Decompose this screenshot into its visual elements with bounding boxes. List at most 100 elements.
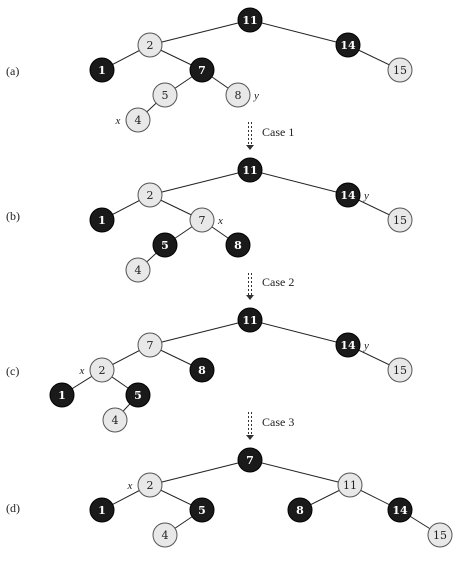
node-circle — [237, 447, 263, 473]
node-key: 2 — [99, 364, 106, 377]
node-key: 11 — [242, 164, 257, 177]
node-key: 7 — [147, 339, 154, 352]
pointer-label-x: x — [127, 480, 133, 492]
black-node: 1 — [89, 57, 115, 83]
node-key: 4 — [135, 114, 142, 127]
pointer-label-y: y — [253, 90, 259, 102]
red-node: 15 — [387, 207, 413, 233]
black-node: 11 — [237, 7, 263, 33]
node-circle — [387, 497, 413, 523]
node-circle — [237, 307, 263, 333]
red-node: 2 — [89, 357, 115, 383]
node-key: 1 — [98, 214, 106, 227]
node-circle — [137, 182, 163, 208]
red-node: 15 — [387, 357, 413, 383]
arrow-head — [246, 145, 254, 150]
node-key: 14 — [392, 504, 408, 517]
node-key: 2 — [147, 479, 154, 492]
node-key: 1 — [58, 389, 66, 402]
node-circle — [225, 232, 251, 258]
pointer-label-y: y — [363, 190, 369, 202]
arrow-head — [246, 295, 254, 300]
tree-edge — [249, 19, 349, 46]
node-circle — [287, 497, 313, 523]
panel-label: (a) — [6, 64, 19, 78]
black-node: 5 — [125, 382, 151, 408]
black-node: 8 — [225, 232, 251, 258]
pointer-label-y: y — [363, 340, 369, 352]
tree-edge — [149, 319, 251, 346]
node-circle — [189, 357, 215, 383]
node-circle — [335, 32, 361, 58]
node-key: 7 — [198, 64, 206, 77]
panel-label: (b) — [6, 209, 20, 223]
node-circle — [335, 182, 361, 208]
node-key: 4 — [112, 414, 119, 427]
node-circle — [89, 57, 115, 83]
node-circle — [89, 357, 115, 383]
node-circle — [152, 232, 178, 258]
transition-arrow: Case 3 — [246, 412, 294, 440]
node-key: 7 — [246, 454, 254, 467]
red-node: 7 — [189, 207, 215, 233]
tree-edge — [149, 169, 251, 196]
node-circle — [89, 497, 115, 523]
panel-label: (d) — [6, 501, 20, 515]
node-circle — [137, 332, 163, 358]
tree-edge — [149, 459, 251, 486]
black-node: 1 — [89, 497, 115, 523]
black-node: 1 — [89, 207, 115, 233]
node-circle — [125, 257, 151, 283]
tree-edge — [249, 459, 351, 486]
black-node: 14 — [335, 32, 361, 58]
node-key: 15 — [393, 214, 407, 227]
red-node: 15 — [387, 57, 413, 83]
red-node: 2 — [137, 472, 163, 498]
node-key: 2 — [147, 189, 154, 202]
node-key: 4 — [162, 529, 169, 542]
panel-label: (c) — [6, 364, 19, 378]
black-node: 8 — [189, 357, 215, 383]
black-node: 7 — [237, 447, 263, 473]
node-key: 15 — [393, 64, 407, 77]
node-key: 5 — [198, 504, 206, 517]
node-circle — [49, 382, 75, 408]
case-label: Case 3 — [262, 415, 294, 429]
red-node: 5 — [152, 82, 178, 108]
node-circle — [225, 82, 251, 108]
node-key: 14 — [340, 39, 356, 52]
black-node: 8 — [287, 497, 313, 523]
node-key: 1 — [98, 64, 106, 77]
red-node: 11 — [337, 472, 363, 498]
black-node: 11 — [237, 307, 263, 333]
node-circle — [89, 207, 115, 233]
node-circle — [387, 57, 413, 83]
node-circle — [137, 32, 163, 58]
node-key: 5 — [161, 239, 169, 252]
black-node: 11 — [237, 157, 263, 183]
case-label: Case 1 — [262, 125, 294, 139]
node-key: 8 — [234, 239, 242, 252]
node-circle — [237, 157, 263, 183]
black-node: 7 — [189, 57, 215, 83]
black-node: 14 — [335, 332, 361, 358]
node-key: 15 — [433, 529, 447, 542]
red-node: 4 — [102, 407, 128, 433]
black-node: 14 — [387, 497, 413, 523]
node-circle — [152, 522, 178, 548]
node-key: 1 — [98, 504, 106, 517]
node-circle — [387, 207, 413, 233]
pointer-label-x: x — [79, 365, 85, 377]
arrow-head — [246, 435, 254, 440]
tree-edge — [249, 319, 349, 346]
node-circle — [125, 382, 151, 408]
node-key: 14 — [340, 339, 356, 352]
red-node: 8 — [225, 82, 251, 108]
node-key: 8 — [198, 364, 206, 377]
node-circle — [387, 357, 413, 383]
tree-edge — [149, 19, 251, 46]
node-circle — [189, 497, 215, 523]
